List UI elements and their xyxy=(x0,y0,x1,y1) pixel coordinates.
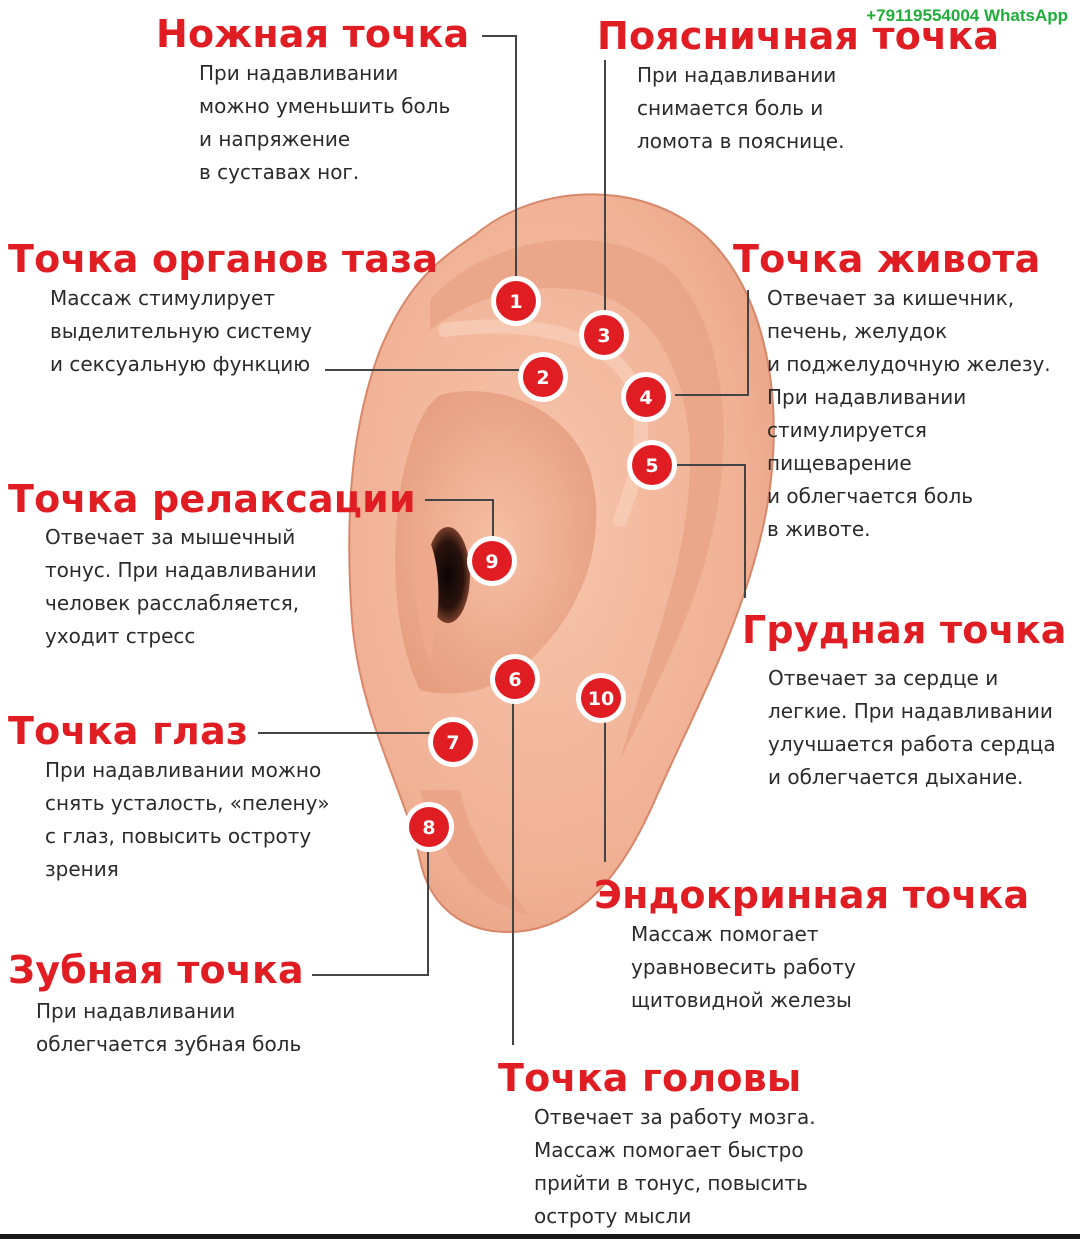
desc-head-point: Отвечает за работу мозга. Массаж помогае… xyxy=(534,1105,816,1228)
point-marker-circle-6 xyxy=(495,659,535,699)
ear-helix-fold xyxy=(430,239,724,760)
whatsapp-watermark: +79119554004 WhatsApp xyxy=(866,6,1068,25)
title-endocrine-point: Эндокринная точка xyxy=(594,873,1030,917)
desc-pelvic-organs-point: Массаж стимулирует выделительную систему… xyxy=(50,286,312,376)
title-head-point: Точка головы xyxy=(498,1056,802,1100)
desc-teeth-point: При надавливании облегчается зубная боль xyxy=(36,999,302,1056)
point-marker-number-1: 1 xyxy=(509,291,522,313)
bottom-border xyxy=(0,1234,1080,1239)
point-marker-9: 9 xyxy=(467,536,517,586)
point-marker-number-10: 10 xyxy=(588,688,614,710)
title-leg-point: Ножная точка xyxy=(156,12,470,56)
connector-lines xyxy=(258,35,749,1045)
point-marker-circle-9 xyxy=(472,541,512,581)
connector-line-1 xyxy=(482,35,517,285)
point-marker-circle-8 xyxy=(409,807,449,847)
point-marker-8: 8 xyxy=(404,802,454,852)
point-marker-circle-1 xyxy=(496,281,536,321)
point-marker-number-3: 3 xyxy=(597,325,610,347)
desc-relaxation-point: Отвечает за мышечный тонус. При надавлив… xyxy=(45,525,317,648)
point-marker-circle-5 xyxy=(632,445,672,485)
desc-endocrine-point: Массаж помогает уравновесить работу щито… xyxy=(631,922,856,1012)
point-marker-5: 5 xyxy=(627,440,677,490)
title-teeth-point: Зубная точка xyxy=(8,948,304,992)
point-marker-circle-3 xyxy=(584,315,624,355)
title-chest-point: Грудная точка xyxy=(742,608,1067,652)
point-marker-1: 1 xyxy=(491,276,541,326)
desc-chest-point: Отвечает за сердце и легкие. При надавли… xyxy=(768,666,1056,789)
point-marker-number-8: 8 xyxy=(422,817,435,839)
point-marker-circle-2 xyxy=(523,357,563,397)
title-pelvic-organs-point: Точка органов таза xyxy=(8,237,439,281)
point-marker-3: 3 xyxy=(579,310,629,360)
point-marker-circle-10 xyxy=(581,678,621,718)
point-marker-4: 4 xyxy=(621,372,671,422)
point-marker-10: 10 xyxy=(576,673,626,723)
ear-tragus xyxy=(413,520,439,660)
connector-line-5 xyxy=(676,464,746,598)
desc-eyes-point: При надавливании можно снять усталость, … xyxy=(45,758,330,881)
desc-lumbar-point: При надавливании снимается боль и ломота… xyxy=(637,63,845,153)
connector-line-9 xyxy=(425,499,494,538)
point-marker-number-4: 4 xyxy=(639,387,652,409)
title-lumbar-point: Поясничная точка xyxy=(597,14,1000,58)
connector-line-8 xyxy=(312,852,429,976)
point-marker-7: 7 xyxy=(428,717,478,767)
point-markers: 1 2 3 4 5 6 7 8 9 10 xyxy=(404,276,677,852)
point-marker-number-5: 5 xyxy=(645,455,658,477)
point-marker-number-7: 7 xyxy=(446,732,459,754)
title-abdomen-point: Точка живота xyxy=(733,237,1041,281)
point-marker-6: 6 xyxy=(490,654,540,704)
point-marker-number-9: 9 xyxy=(485,551,498,573)
title-relaxation-point: Точка релаксации xyxy=(8,477,416,521)
point-marker-number-2: 2 xyxy=(536,367,549,389)
point-marker-number-6: 6 xyxy=(508,669,521,691)
point-marker-circle-4 xyxy=(626,377,666,417)
desc-leg-point: При надавливании можно уменьшить боль и … xyxy=(199,61,451,184)
point-marker-circle-7 xyxy=(433,722,473,762)
connector-line-4 xyxy=(675,290,749,396)
title-eyes-point: Точка глаз xyxy=(8,709,249,753)
desc-abdomen-point: Отвечает за кишечник, печень, желудок и … xyxy=(767,286,1051,541)
point-marker-2: 2 xyxy=(518,352,568,402)
